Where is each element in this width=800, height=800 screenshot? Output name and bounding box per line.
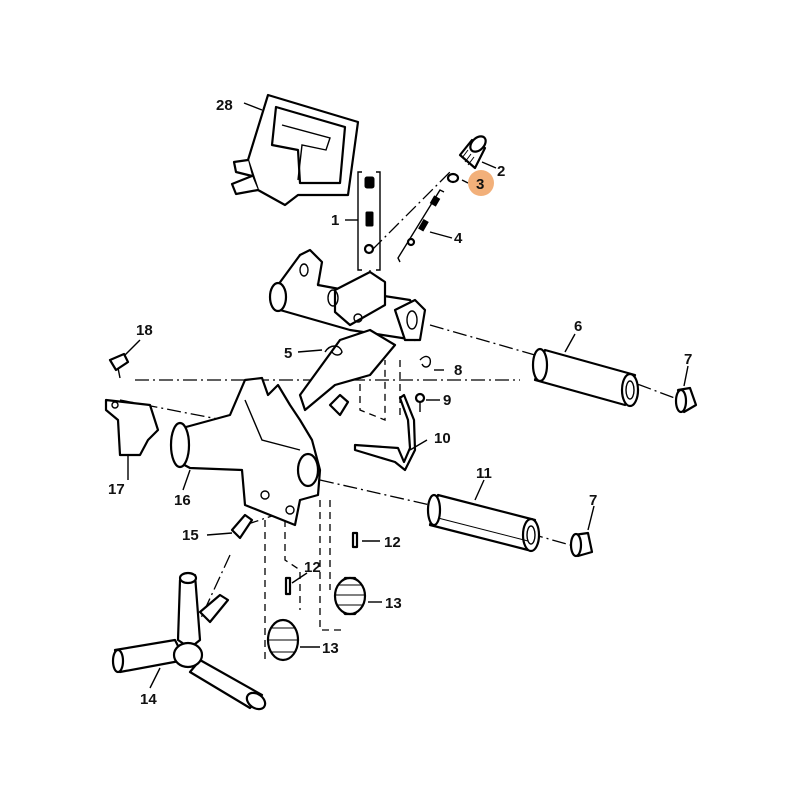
part-17-bracket[interactable] bbox=[104, 398, 160, 457]
part-8-clip[interactable] bbox=[419, 355, 432, 368]
part-2-fitting[interactable] bbox=[458, 133, 489, 170]
callout-labels: 28 2 3 1 4 5 6 7 8 9 10 11 7 18 17 16 15… bbox=[108, 97, 692, 708]
part-16-lower-housing[interactable] bbox=[169, 376, 322, 527]
callout-7b[interactable]: 7 bbox=[589, 492, 597, 509]
callout-12a[interactable]: 12 bbox=[384, 534, 401, 551]
callout-1[interactable]: 1 bbox=[331, 212, 339, 229]
part-1-kit[interactable] bbox=[357, 171, 381, 271]
part-5-clip[interactable] bbox=[324, 345, 343, 356]
part-14-handle[interactable] bbox=[111, 571, 268, 712]
part-11-shaft[interactable] bbox=[426, 493, 541, 553]
callout-17[interactable]: 17 bbox=[108, 481, 125, 498]
callout-8[interactable]: 8 bbox=[454, 362, 462, 379]
dashed-guides bbox=[264, 360, 401, 660]
part-13-gear-upper[interactable] bbox=[333, 576, 367, 616]
callout-13a[interactable]: 13 bbox=[385, 595, 402, 612]
callout-6[interactable]: 6 bbox=[574, 318, 582, 335]
callout-9[interactable]: 9 bbox=[443, 392, 451, 409]
callout-11[interactable]: 11 bbox=[476, 465, 492, 482]
callout-16[interactable]: 16 bbox=[174, 492, 191, 509]
part-12-pin-upper[interactable] bbox=[351, 531, 359, 549]
part-12-pin-lower[interactable] bbox=[284, 576, 292, 596]
callout-18[interactable]: 18 bbox=[136, 322, 153, 339]
part-13-gear-lower[interactable] bbox=[266, 618, 300, 662]
callout-3[interactable]: 3 bbox=[476, 176, 484, 193]
part-28-cover[interactable] bbox=[230, 93, 360, 207]
leader-lines bbox=[124, 102, 689, 689]
callout-2[interactable]: 2 bbox=[497, 163, 505, 180]
part-7-cap-upper[interactable] bbox=[674, 386, 698, 414]
highlight-marker bbox=[468, 170, 494, 196]
callout-5[interactable]: 5 bbox=[284, 345, 292, 362]
callout-14[interactable]: 14 bbox=[140, 691, 157, 708]
callout-10[interactable]: 10 bbox=[434, 430, 451, 447]
callout-12b[interactable]: 12 bbox=[304, 559, 321, 576]
part-3-o-ring[interactable] bbox=[446, 172, 460, 184]
part-10-lever[interactable] bbox=[353, 393, 417, 472]
callout-28[interactable]: 28 bbox=[216, 97, 233, 114]
part-15-pin[interactable] bbox=[230, 513, 254, 540]
part-6-shaft[interactable] bbox=[531, 347, 640, 408]
callout-15[interactable]: 15 bbox=[182, 527, 199, 544]
part-9-screw[interactable] bbox=[414, 392, 426, 412]
part-7-cap-lower[interactable] bbox=[569, 531, 594, 558]
part-4-kit[interactable] bbox=[397, 189, 453, 263]
part-18-screw[interactable] bbox=[108, 352, 130, 379]
callout-4[interactable]: 4 bbox=[454, 230, 463, 247]
main-housing[interactable] bbox=[268, 248, 427, 417]
callout-13b[interactable]: 13 bbox=[322, 640, 339, 657]
callout-7a[interactable]: 7 bbox=[684, 351, 692, 368]
